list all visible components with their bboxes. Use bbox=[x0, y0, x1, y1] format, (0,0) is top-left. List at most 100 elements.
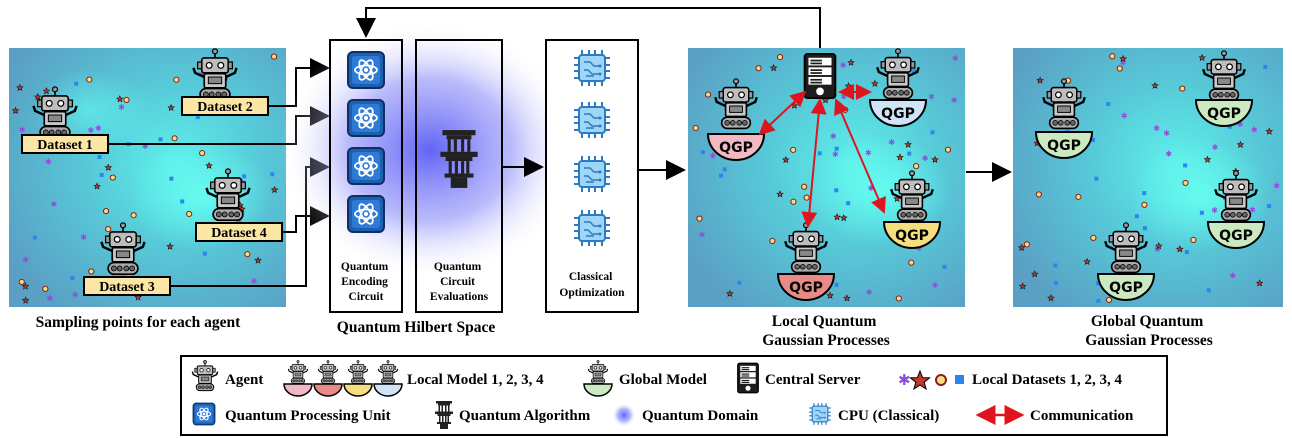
star-marker bbox=[1155, 242, 1163, 250]
circle-marker bbox=[842, 106, 849, 113]
square-marker bbox=[70, 275, 75, 280]
circle-marker bbox=[42, 285, 49, 292]
circle-marker bbox=[199, 150, 206, 157]
hilbert-caption: Quantum Hilbert Space bbox=[337, 319, 496, 336]
square-marker bbox=[74, 81, 79, 86]
circle-marker bbox=[171, 135, 178, 142]
square-marker bbox=[817, 151, 822, 156]
star-marker bbox=[847, 58, 855, 66]
star-marker bbox=[21, 296, 30, 304]
asterisk-marker: ✱ bbox=[1211, 206, 1218, 215]
square-marker bbox=[722, 167, 727, 172]
star-marker bbox=[93, 182, 101, 190]
asterisk-marker: ✱ bbox=[922, 154, 929, 163]
square-marker bbox=[32, 235, 37, 240]
asterisk-marker: ✱ bbox=[1165, 150, 1172, 159]
cpu-chip-icon-4 bbox=[573, 209, 611, 247]
star-marker bbox=[166, 242, 174, 250]
legend-quantum-domain-icon bbox=[612, 403, 636, 427]
qgp-bowl-global-4 bbox=[1096, 273, 1156, 301]
asterisk-marker: ✱ bbox=[830, 132, 837, 141]
star-marker bbox=[1203, 155, 1212, 163]
star-marker bbox=[726, 289, 734, 297]
atom-chip-icon-1 bbox=[347, 51, 385, 89]
circle-marker bbox=[1182, 179, 1189, 187]
star-marker bbox=[1255, 279, 1264, 287]
qgp-global-label-3: QGP bbox=[1219, 228, 1253, 244]
sampling-caption: Sampling points for each agent bbox=[36, 314, 242, 331]
square-marker bbox=[930, 130, 935, 135]
global-model-4: QGP bbox=[1096, 222, 1156, 301]
asterisk-marker: ✱ bbox=[952, 54, 959, 63]
square-marker bbox=[834, 188, 839, 193]
local-model-3: QGP bbox=[882, 170, 942, 249]
circle-marker bbox=[102, 207, 110, 215]
square-marker-icon bbox=[955, 375, 964, 384]
asterisk-marker: ✱ bbox=[840, 92, 847, 101]
circle-marker bbox=[692, 124, 699, 132]
circle-marker bbox=[1105, 296, 1113, 304]
asterisk-marker: ✱ bbox=[1249, 206, 1256, 215]
circle-marker bbox=[913, 163, 920, 170]
circle-marker bbox=[186, 210, 193, 218]
star-marker bbox=[782, 155, 790, 164]
circle-marker bbox=[18, 278, 25, 286]
star-marker bbox=[1198, 53, 1206, 62]
star-marker bbox=[1119, 54, 1127, 63]
qgp-bowl-global-2 bbox=[1194, 99, 1254, 127]
star-marker bbox=[1175, 245, 1184, 253]
circle-marker bbox=[130, 212, 137, 219]
star-marker bbox=[42, 87, 51, 95]
qgp-bowl-global-3 bbox=[1206, 221, 1266, 249]
asterisk-marker: ✱ bbox=[1121, 111, 1128, 120]
global-panel: ✱✱✱✱✱✱✱✱✱✱✱✱✱✱ QGP QGP QGP QGP Global Qu… bbox=[1013, 48, 1283, 349]
asterisk-marker: ✱ bbox=[1273, 181, 1280, 190]
circle-marker bbox=[1109, 53, 1116, 60]
square-marker bbox=[1142, 191, 1147, 196]
legend-dataset-markers: ✱ bbox=[898, 369, 964, 391]
star-marker bbox=[1236, 140, 1245, 148]
star-marker bbox=[871, 79, 879, 87]
square-marker bbox=[195, 115, 200, 120]
square-marker bbox=[846, 201, 851, 206]
star-marker bbox=[1018, 282, 1027, 290]
star-marker bbox=[1017, 243, 1026, 251]
asterisk-marker: ✱ bbox=[142, 142, 149, 151]
circle-marker bbox=[1035, 191, 1042, 198]
asterisk-marker: ✱ bbox=[1212, 143, 1219, 152]
circle-marker-icon bbox=[935, 374, 947, 386]
qgp-global-label-1: QGP bbox=[1047, 138, 1081, 154]
star-marker bbox=[1036, 76, 1044, 84]
circle-marker bbox=[270, 53, 278, 60]
asterisk-marker: ✱ bbox=[888, 138, 895, 147]
star-marker bbox=[104, 163, 112, 171]
asterisk-marker: ✱ bbox=[1153, 124, 1160, 133]
star-marker bbox=[33, 92, 42, 101]
svg-text:Dataset 3: Dataset 3 bbox=[99, 280, 155, 295]
star-marker bbox=[896, 153, 904, 161]
qgp-bowl-3 bbox=[882, 221, 942, 249]
atom-chip-icon-4 bbox=[347, 195, 385, 233]
circle-marker bbox=[244, 251, 251, 258]
legend-server-label: Central Server bbox=[765, 372, 861, 388]
sampling-panel: ✱✱✱✱✱✱✱✱✱✱✱✱✱✱✱✱✱ Dataset 1 Dataset 2 Da… bbox=[9, 48, 286, 331]
asterisk-marker: ✱ bbox=[1154, 245, 1161, 254]
circle-marker bbox=[1190, 236, 1197, 244]
legend-qpu-label: Quantum Processing Unit bbox=[225, 408, 391, 424]
qgp-global-label-4: QGP bbox=[1109, 280, 1143, 296]
square-marker bbox=[1184, 250, 1189, 255]
circle-marker bbox=[801, 183, 808, 190]
star-marker bbox=[16, 83, 24, 91]
legend-domain-label: Quantum Domain bbox=[642, 408, 759, 424]
square-marker bbox=[942, 264, 947, 269]
asterisk-marker: ✱ bbox=[46, 294, 53, 303]
legend-local-model-label: Local Model 1, 2, 3, 4 bbox=[407, 372, 544, 388]
classical-label: Classical Optimization bbox=[559, 271, 625, 299]
square-marker bbox=[169, 176, 174, 181]
square-marker bbox=[1134, 214, 1139, 219]
cpu-chip-icon-2 bbox=[573, 101, 611, 139]
qgp-bowl-2 bbox=[776, 273, 836, 301]
encoding-circuit-box bbox=[329, 39, 403, 313]
global-model-3: QGP bbox=[1206, 170, 1266, 249]
